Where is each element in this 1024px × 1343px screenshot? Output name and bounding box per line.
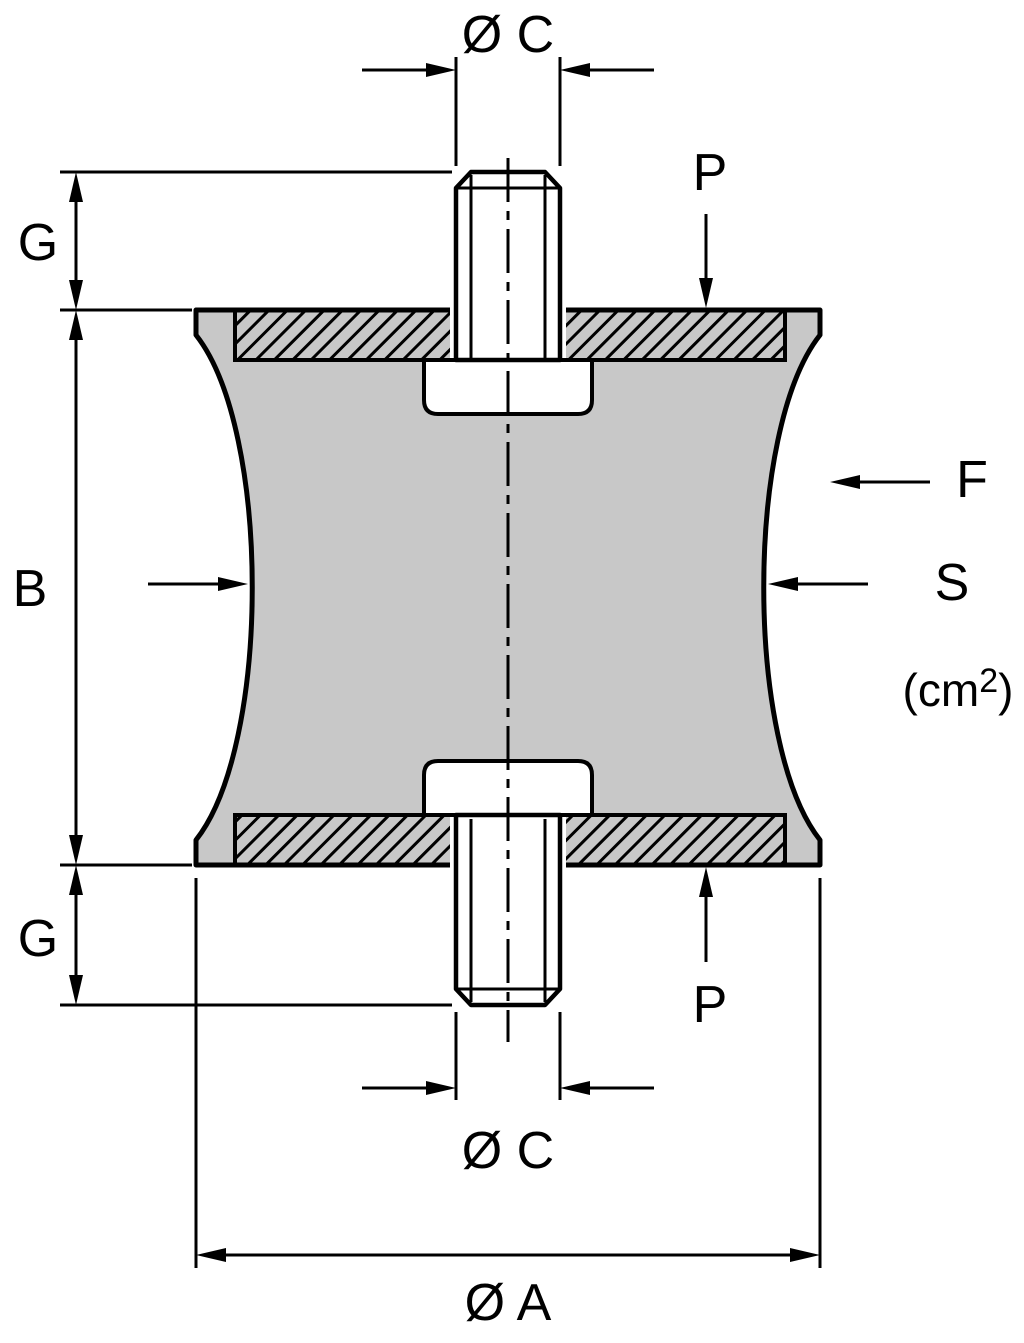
- arrowhead: [69, 835, 83, 865]
- arrowhead: [69, 975, 83, 1005]
- label-b: B: [13, 560, 48, 618]
- label-p-bottom: P: [693, 976, 728, 1034]
- label-dia-a: Ø A: [465, 1274, 552, 1332]
- arrowhead: [560, 63, 590, 77]
- arrowhead: [218, 577, 248, 591]
- arrowhead: [790, 1248, 820, 1262]
- arrowhead: [426, 1081, 456, 1095]
- label-g-bottom: G: [18, 910, 58, 968]
- dim-f-arrow: [830, 475, 930, 489]
- dim-g-top: [60, 170, 452, 312]
- arrowhead: [560, 1081, 590, 1095]
- dim-dia-a: [194, 878, 822, 1268]
- dim-p-bottom: [699, 867, 713, 962]
- label-p-top: P: [693, 144, 728, 202]
- label-s-unit: (cm2): [903, 662, 1014, 716]
- arrowhead: [69, 310, 83, 340]
- label-g-top: G: [18, 214, 58, 272]
- label-s-unit-suffix: ): [998, 664, 1013, 716]
- label-dia-c-top: Ø C: [462, 6, 554, 64]
- dim-b: [60, 310, 192, 867]
- arrowhead: [69, 280, 83, 310]
- arrowhead: [69, 865, 83, 895]
- label-s-unit-prefix: (cm: [903, 664, 980, 716]
- label-s: S: [935, 554, 970, 612]
- label-s-unit-sup: 2: [979, 662, 998, 700]
- arrowhead: [426, 63, 456, 77]
- dim-g-bottom: [60, 865, 452, 1007]
- label-f: F: [956, 451, 988, 509]
- arrowhead: [830, 475, 860, 489]
- dim-dia-c-bottom: [362, 1012, 654, 1100]
- label-dia-c-bottom: Ø C: [462, 1122, 554, 1180]
- arrowhead: [196, 1248, 226, 1262]
- arrowhead: [699, 867, 713, 897]
- arrowhead: [699, 278, 713, 308]
- dim-p-top: [699, 214, 713, 308]
- dim-dia-c-top: [362, 57, 654, 166]
- dim-waist-section: [148, 577, 868, 591]
- arrowhead: [768, 577, 798, 591]
- arrowhead: [69, 172, 83, 202]
